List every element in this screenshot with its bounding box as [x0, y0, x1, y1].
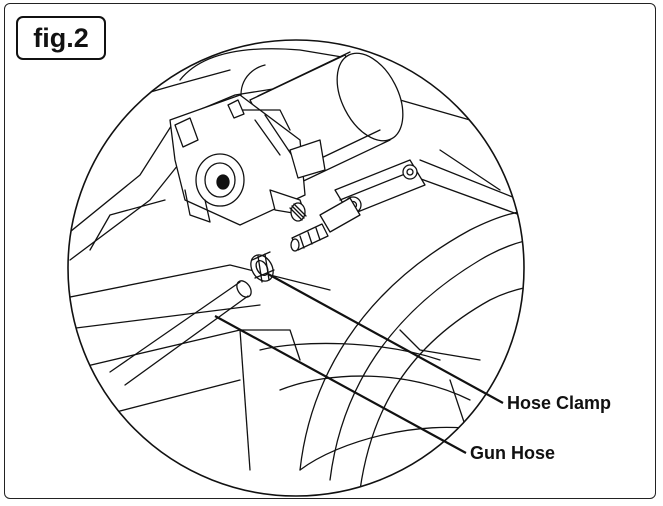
- hose-clamp-leader: [267, 273, 504, 404]
- wheel-arch: [299, 209, 524, 471]
- gun-hose-leader: [214, 315, 467, 454]
- hose-clamp-label: Hose Clamp: [507, 393, 612, 413]
- detail-circle: [67, 39, 525, 497]
- pump-head: [169, 94, 326, 226]
- pump-motor: [240, 51, 404, 186]
- figure-label: fig.2: [16, 16, 106, 60]
- gun-hose-tube: [109, 281, 241, 373]
- gun-hose-label: Gun Hose: [470, 443, 556, 463]
- hose-clamp-part: [250, 251, 275, 283]
